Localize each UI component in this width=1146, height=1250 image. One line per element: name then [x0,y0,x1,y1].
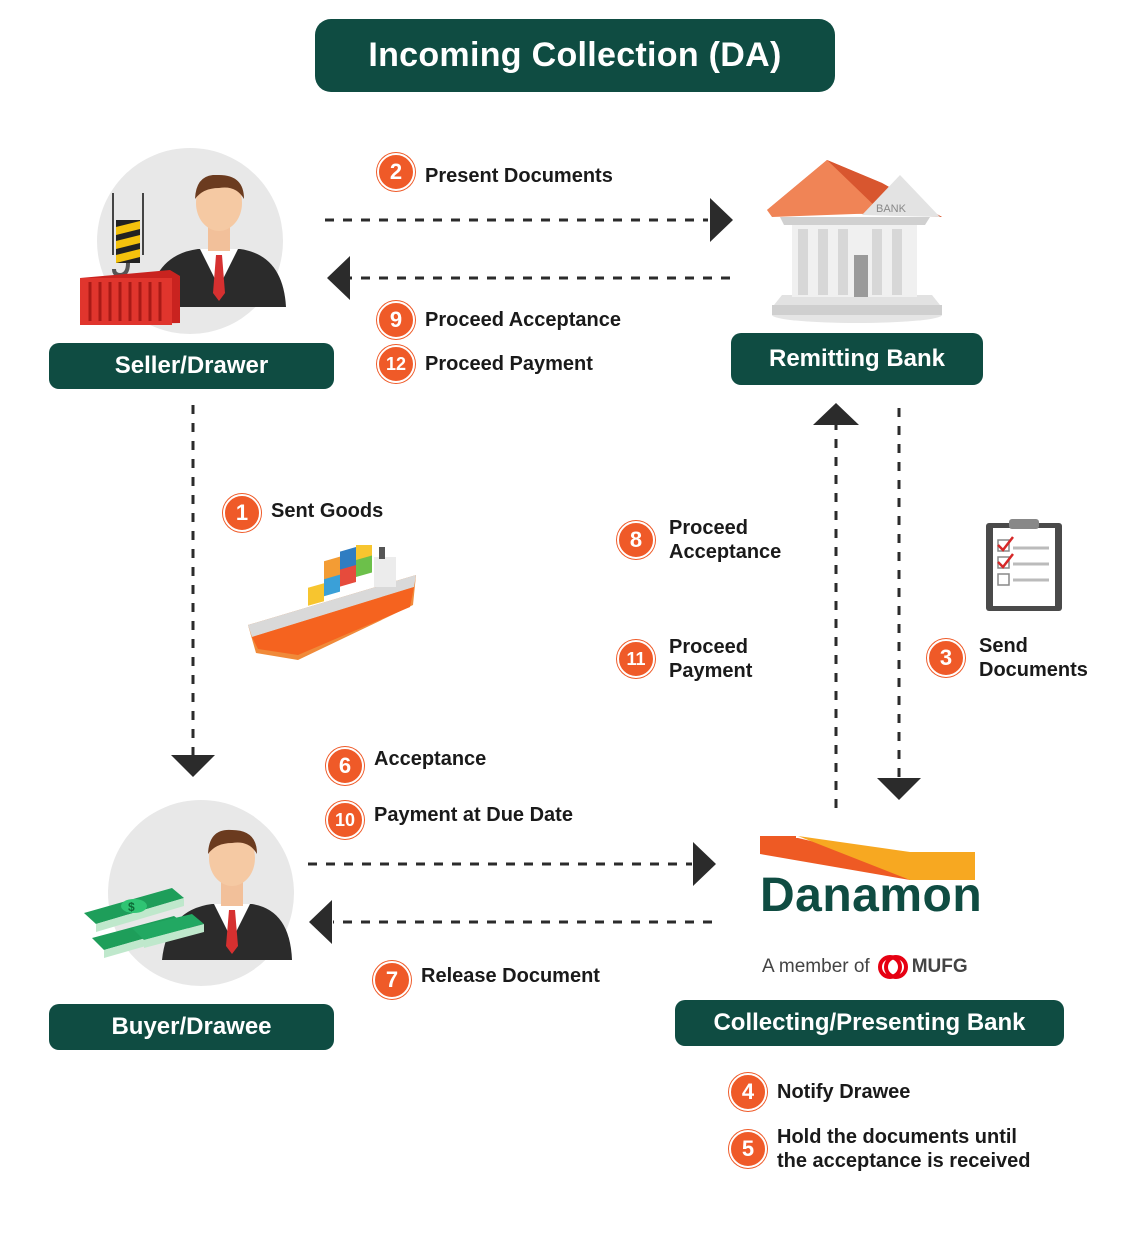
step-badge: 3 [927,639,965,677]
step-label: Acceptance [374,748,487,770]
cargo-ship-icon [248,545,416,660]
step-badge: 6 [326,747,364,785]
step-10-payment-at-due-date: 10 Payment at Due Date [326,801,573,839]
seller-illustration [80,175,286,325]
member-of-text: A member of [762,956,870,977]
danamon-wordmark: Danamon [760,869,983,922]
arrowhead-left-bottom [309,900,332,944]
step-label-line1: Proceed [669,636,748,658]
step-label-line2: Payment [669,660,753,682]
step-badge: 10 [326,801,364,839]
step-7-release-document: 7 Release Document [373,961,600,999]
step-label: Proceed Payment [669,635,752,683]
step-label: Proceed Acceptance [669,516,781,564]
step-badge: 11 [617,640,655,678]
step-label-line2: the acceptance is received [777,1150,1031,1172]
bank-building-icon: BANK [767,160,942,323]
arrowhead-right-bottom [693,842,716,886]
step-label: Hold the documents until the acceptance … [777,1125,1030,1173]
step-label: Proceed Acceptance [425,309,622,331]
step-badge: 12 [377,345,415,383]
step-label: Send Documents [979,634,1088,682]
documents-clipboard-icon [986,519,1062,611]
step-label: Present Documents [425,165,613,187]
step-label: Release Document [421,965,600,987]
arrowhead-right-top [710,198,733,242]
arrowhead-up-middle [813,403,859,425]
step-label-line2: Documents [979,659,1088,681]
step-badge: 9 [377,301,415,339]
step-badge: 1 [223,494,261,532]
seller-drawer-label: Seller/Drawer [49,343,334,389]
svg-text:$: $ [128,900,135,914]
step-8-proceed-acceptance: 8 Proceed Acceptance [617,516,781,564]
buyer-drawee-label: Buyer/Drawee [49,1004,334,1050]
arrowhead-left-top [327,256,350,300]
step-label-line1: Hold the documents until [777,1126,1017,1148]
step-label: Proceed Payment [425,353,593,375]
diagram-title: Incoming Collection (DA) [315,19,835,92]
step-label: Sent Goods [271,500,384,522]
step-label-line2: Acceptance [669,541,782,563]
step-9-proceed-acceptance: 9 Proceed Acceptance [377,301,621,339]
step-badge: 4 [729,1073,767,1111]
step-6-acceptance: 6 Acceptance [326,747,486,785]
step-label: Notify Drawee [777,1081,911,1103]
remitting-bank-label: Remitting Bank [731,333,983,385]
arrowhead-down-left [171,755,215,777]
bank-sign-text: BANK [876,203,907,215]
step-5-hold-documents: 5 Hold the documents until the acceptanc… [729,1125,1030,1173]
member-of-mufg: A member of MUFG [762,954,968,980]
step-12-proceed-payment: 12 Proceed Payment [377,345,593,383]
step-badge: 8 [617,521,655,559]
step-1-sent-goods: 1 Sent Goods [223,494,383,532]
step-label-line1: Proceed [669,517,748,539]
danamon-logo-stripes [760,836,975,880]
collecting-presenting-bank-label: Collecting/Presenting Bank [675,1000,1064,1046]
step-2-present-documents: 2 Present Documents [377,153,613,191]
step-badge: 5 [729,1130,767,1168]
step-11-proceed-payment: 11 Proceed Payment [617,635,752,683]
mufg-text: MUFG [911,956,968,977]
step-4-notify-drawee: 4 Notify Drawee [729,1073,910,1111]
step-badge: 2 [377,153,415,191]
step-badge: 7 [373,961,411,999]
step-3-send-documents: 3 Send Documents [927,634,1088,682]
mufg-logo-icon [877,955,908,979]
step-label: Payment at Due Date [374,804,573,826]
buyer-illustration: $ [84,829,292,960]
arrowhead-down-right [877,778,921,800]
step-label-line1: Send [979,635,1028,657]
